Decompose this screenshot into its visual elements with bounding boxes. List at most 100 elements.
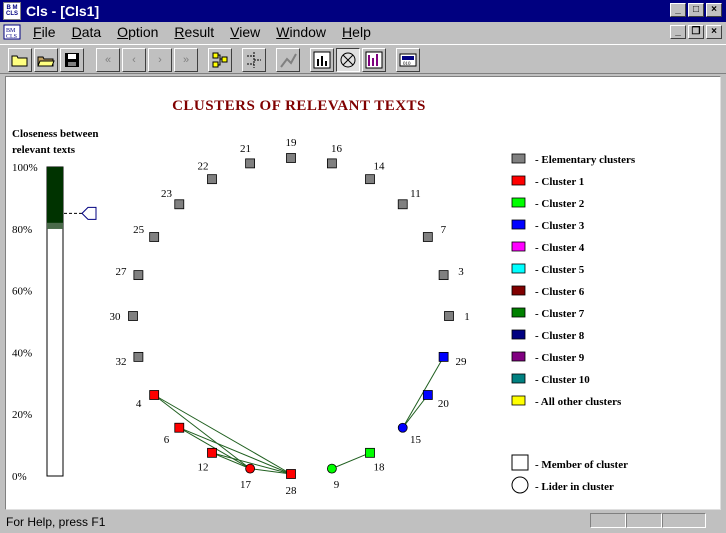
cluster-chart: CLUSTERS OF RELEVANT TEXTS Closeness bet… <box>12 98 636 497</box>
maximize-button[interactable]: □ <box>688 3 704 17</box>
legend-label: - Cluster 2 <box>535 198 585 210</box>
histogram-button[interactable] <box>362 48 386 72</box>
previous-icon: ‹ <box>132 54 136 66</box>
previous-button[interactable]: ‹ <box>122 48 146 72</box>
legend-swatch <box>511 153 526 164</box>
status-text: For Help, press F1 <box>6 514 106 529</box>
menu-help[interactable]: Help <box>342 24 371 40</box>
cluster-node[interactable] <box>207 174 217 185</box>
cluster-edges <box>153 356 445 475</box>
chart-view-button[interactable] <box>310 48 334 72</box>
cluster-node[interactable] <box>133 270 144 281</box>
node-label: 7 <box>441 224 447 236</box>
leader-swatch <box>511 476 529 494</box>
closeness-axis: 100%80%60%40%20%0% <box>12 162 38 483</box>
menu-result[interactable]: Result <box>174 24 215 40</box>
node-label: 30 <box>110 311 122 323</box>
cluster-node[interactable] <box>286 469 296 479</box>
cluster-node[interactable] <box>286 153 296 163</box>
cluster-node[interactable] <box>245 158 256 169</box>
cluster-node[interactable] <box>422 390 433 400</box>
cluster-node[interactable] <box>365 174 375 185</box>
mdi-close-button[interactable]: × <box>706 25 722 39</box>
node-label: 17 <box>240 479 252 491</box>
node-label: 23 <box>161 188 173 200</box>
slider-handle-icon[interactable] <box>81 206 97 220</box>
closeness-tick: 0% <box>12 471 27 483</box>
last-icon: » <box>182 54 190 66</box>
cluster-leader-node[interactable] <box>326 463 337 474</box>
cluster-edge <box>250 468 292 475</box>
last-button[interactable]: » <box>174 48 198 72</box>
minimize-button[interactable]: _ <box>670 3 686 17</box>
legend-swatch <box>511 263 526 274</box>
cluster-leader-node[interactable] <box>397 422 408 433</box>
open-file-icon <box>37 56 55 67</box>
chart-title: CLUSTERS OF RELEVANT TEXTS <box>172 98 426 114</box>
menu-data[interactable]: Data <box>71 24 102 40</box>
cluster-node[interactable] <box>438 270 449 281</box>
legend-label: - Cluster 7 <box>535 308 585 320</box>
split-button[interactable] <box>242 48 266 72</box>
node-label: 16 <box>331 143 343 155</box>
close-button[interactable]: × <box>706 3 722 17</box>
mdi-minimize-button[interactable]: _ <box>670 25 686 39</box>
cluster-icon <box>340 52 356 68</box>
tree-icon <box>212 52 228 68</box>
cluster-edge <box>211 452 251 470</box>
split-icon <box>247 52 261 68</box>
cluster-node[interactable] <box>365 447 375 458</box>
closeness-tick: 20% <box>12 409 32 421</box>
menu-file[interactable]: File <box>33 24 56 40</box>
open-folder-icon <box>11 55 28 67</box>
cluster-view-button[interactable] <box>336 48 360 72</box>
node-label: 22 <box>198 160 209 172</box>
status-bar: For Help, press F1 <box>0 510 726 533</box>
cluster-leader-node[interactable] <box>245 463 256 474</box>
histogram-icon <box>365 51 383 69</box>
legend-swatch <box>511 197 526 208</box>
legend-label: - Cluster 6 <box>535 286 585 298</box>
cluster-edge <box>331 452 371 470</box>
first-button[interactable]: « <box>96 48 120 72</box>
cluster-node[interactable] <box>174 199 185 210</box>
legend-swatch <box>511 395 526 406</box>
cluster-node[interactable] <box>174 422 185 433</box>
cluster-node[interactable] <box>422 232 433 242</box>
mdi-restore-button[interactable]: ❐ <box>688 25 704 39</box>
cluster-node[interactable] <box>128 311 138 321</box>
status-pane-3 <box>662 513 706 528</box>
next-button[interactable]: › <box>148 48 172 72</box>
threshold-slider[interactable] <box>64 206 97 220</box>
legend-swatch <box>511 285 526 296</box>
menu-option[interactable]: Option <box>117 24 159 40</box>
cluster-node[interactable] <box>444 311 454 321</box>
tree-button[interactable] <box>208 48 232 72</box>
cluster-node[interactable] <box>149 232 160 242</box>
legend-member-label: - Member of cluster <box>535 459 628 471</box>
cluster-node[interactable] <box>397 199 408 210</box>
settings-button[interactable]: 010 <box>396 48 420 72</box>
cluster-node[interactable] <box>207 447 217 458</box>
svg-text:010: 010 <box>403 62 411 67</box>
cluster-node[interactable] <box>133 351 144 362</box>
closeness-label-line2: relevant texts <box>12 144 76 156</box>
graph-button[interactable] <box>276 48 300 72</box>
save-button[interactable] <box>60 48 84 72</box>
closeness-fill <box>47 167 63 229</box>
node-label: 11 <box>410 188 421 200</box>
member-swatch <box>511 454 529 471</box>
cluster-node[interactable] <box>149 390 160 400</box>
open-file-button[interactable] <box>34 48 58 72</box>
cluster-node[interactable] <box>326 158 337 169</box>
cluster-node[interactable] <box>438 351 449 362</box>
closeness-tick: 40% <box>12 347 32 359</box>
closeness-tick: 60% <box>12 286 32 298</box>
node-label: 6 <box>164 434 170 446</box>
open-folder-button[interactable] <box>8 48 32 72</box>
menu-window[interactable]: Window <box>276 24 327 40</box>
menu-view[interactable]: View <box>230 24 261 40</box>
